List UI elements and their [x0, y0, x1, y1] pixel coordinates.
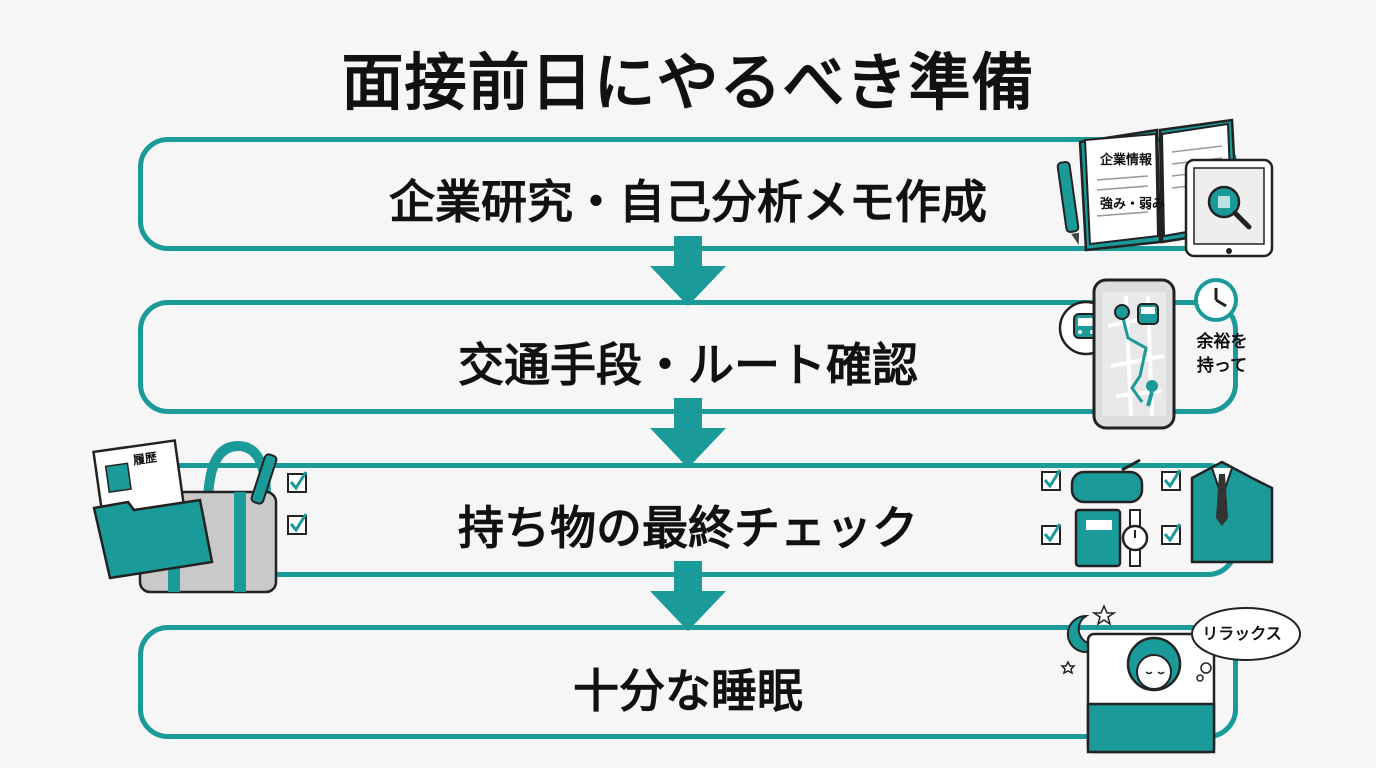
pencil-case-icon	[1070, 458, 1144, 504]
pen-icon	[250, 453, 278, 505]
step-box-2	[138, 300, 1238, 414]
thought-bubble-icon	[1191, 607, 1301, 682]
down-arrow-icon	[650, 398, 726, 468]
notebook-icon	[1074, 508, 1122, 568]
checkbox-icon	[1041, 469, 1182, 545]
checkbox-icon	[287, 471, 308, 535]
page-title: 面接前日にやるべき準備	[341, 46, 1035, 119]
pen-icon	[1056, 161, 1080, 245]
smartphone-map-icon	[1092, 278, 1176, 430]
bag-folder-illustration: 履歴	[92, 439, 308, 594]
folder-icon	[92, 498, 214, 580]
notebook-tablet-illustration: 企業情報 強み・弱み	[1056, 118, 1274, 258]
checklist-items-illustration	[1041, 458, 1274, 568]
sleeping-illustration	[1060, 604, 1301, 754]
notebook-text-1: 企業情報	[1099, 152, 1153, 168]
step-label-1: 企業研究・自己分析メモ作成	[389, 175, 987, 229]
bed-icon	[1086, 632, 1216, 754]
notebook-text-2: 強み・弱み	[1100, 196, 1165, 212]
clock-note-text: 余裕を 持って	[1196, 332, 1248, 376]
thought-bubble-text: リラックス	[1202, 624, 1282, 643]
down-arrow-icon	[650, 236, 726, 306]
tablet-icon	[1184, 158, 1274, 258]
watch-icon	[1121, 509, 1149, 567]
clock-icon	[1194, 278, 1238, 322]
suit-icon	[1190, 460, 1274, 564]
down-arrow-icon	[650, 561, 726, 631]
step-label-2: 交通手段・ルート確認	[458, 338, 918, 392]
resume-label: 履歴	[131, 450, 158, 467]
step-label-3: 持ち物の最終チェック	[458, 501, 918, 555]
route-map-illustration	[1058, 278, 1238, 430]
step-label-4: 十分な睡眠	[573, 664, 803, 718]
moon-icon	[1060, 604, 1117, 675]
